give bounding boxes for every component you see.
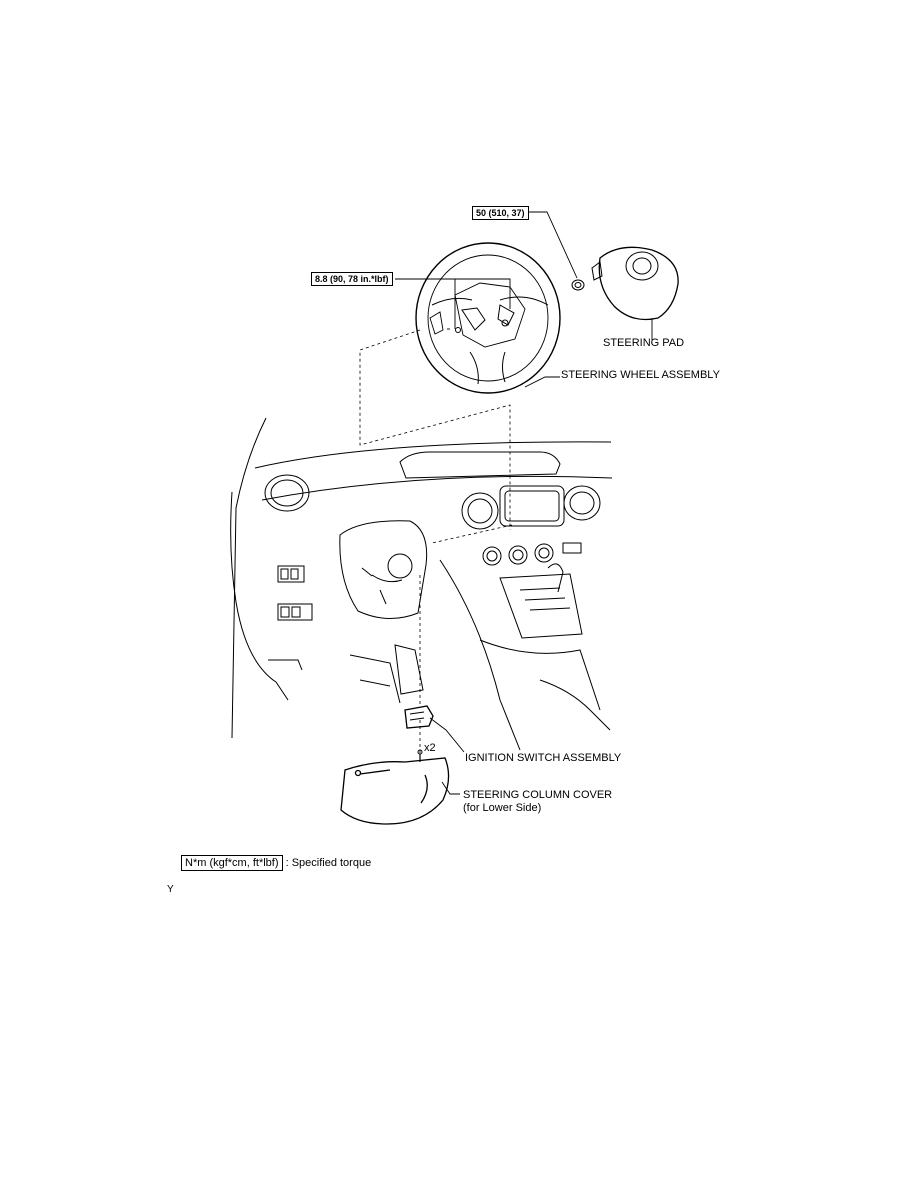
steering-column-cover-label: STEERING COLUMN COVER xyxy=(463,789,613,801)
screw-count-label: x2 xyxy=(424,742,436,754)
torque-spec-wheel-bolts: 8.8 (90, 78 in.*lbf) xyxy=(311,272,393,286)
legend-description: : Specified torque xyxy=(285,857,372,869)
ignition-switch-drawing xyxy=(404,705,434,729)
pad-nut-drawing xyxy=(571,279,585,291)
torque-legend: N*m (kgf*cm, ft*lbf) : Specified torque xyxy=(181,855,371,871)
guide-lines xyxy=(359,329,513,755)
torque-spec-pad-nut: 50 (510, 37) xyxy=(472,206,529,220)
dashboard-drawing xyxy=(230,417,613,751)
ignition-switch-assembly-label: IGNITION SWITCH ASSEMBLY xyxy=(465,752,622,764)
steering-column-cover-sublabel: (for Lower Side) xyxy=(463,802,542,814)
steering-wheel-drawing xyxy=(415,242,561,394)
legend-unit-box: N*m (kgf*cm, ft*lbf) xyxy=(181,855,283,871)
steering-pad-drawing xyxy=(591,246,679,321)
steering-pad-label: STEERING PAD xyxy=(603,337,685,349)
leader-lines xyxy=(395,211,653,795)
column-cover-drawing xyxy=(340,757,450,825)
footer-mark: Y xyxy=(167,884,174,895)
steering-wheel-assembly-label: STEERING WHEEL ASSEMBLY xyxy=(561,369,720,381)
